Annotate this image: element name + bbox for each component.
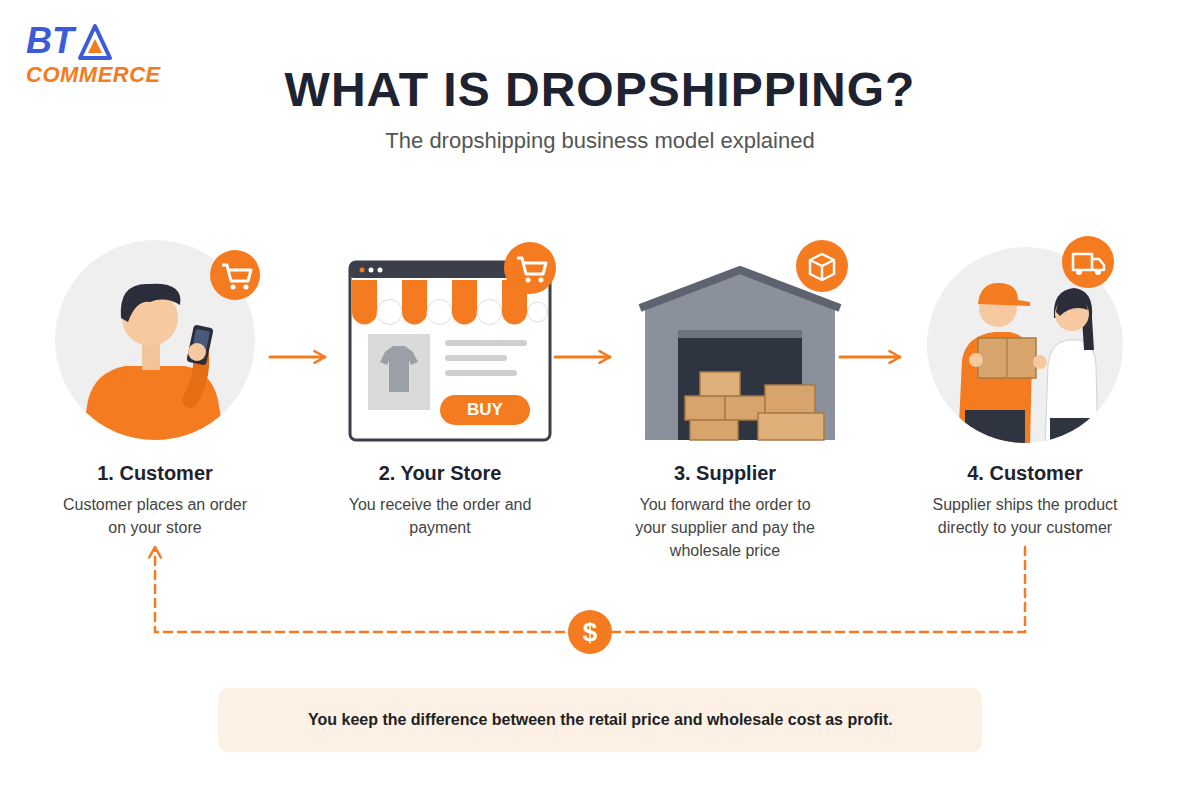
- button-label: BUY: [440, 395, 530, 425]
- step-heading: 4. Customer: [900, 462, 1150, 485]
- step-heading: 1. Customer: [40, 462, 270, 485]
- flow-arrow: [840, 356, 900, 359]
- flow-arrow: [270, 356, 325, 359]
- subtitle: The dropshipping business model explaine…: [0, 128, 1200, 154]
- tip-band: You keep the difference between the reta…: [218, 688, 982, 752]
- logo-text: BT: [26, 20, 74, 62]
- step-description: Supplier ships the product directly to y…: [913, 493, 1138, 539]
- step-heading: 3. Supplier: [610, 462, 840, 485]
- store-illustration: [350, 242, 556, 440]
- edge-label: $: [568, 610, 612, 654]
- step-node: 4. CustomerSupplier ships the product di…: [900, 240, 1150, 547]
- warehouse-illustration: [640, 240, 848, 440]
- step-node: 3. SupplierYou forward the order to your…: [610, 240, 840, 570]
- logo-text: COMMERCE: [26, 62, 161, 88]
- step-description: Customer places an order on your store: [63, 493, 248, 539]
- step-heading: 2. Your Store: [325, 462, 555, 485]
- step-node: 2. Your StoreYou receive the order and p…: [325, 240, 555, 547]
- title: WHAT IS DROPSHIPPING?: [0, 62, 1200, 117]
- customer-illustration: [55, 240, 260, 450]
- delivery-illustration: [927, 236, 1123, 452]
- step-node: 1. CustomerCustomer places an order on y…: [40, 240, 270, 547]
- tip-text: You keep the difference between the reta…: [308, 709, 893, 731]
- step-description: You forward the order to your supplier a…: [628, 493, 823, 562]
- step-description: You receive the order and payment: [348, 493, 533, 539]
- flow-arrow: [555, 356, 610, 359]
- logo-mark: [80, 26, 110, 58]
